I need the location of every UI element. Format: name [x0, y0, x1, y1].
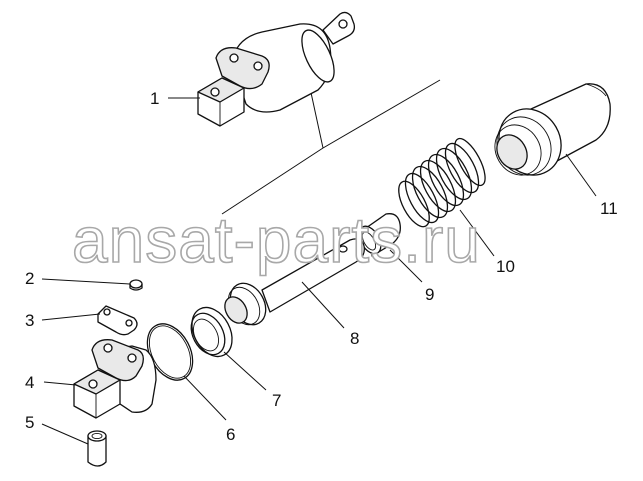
- callout-11: 11: [600, 199, 618, 218]
- callout-1: 1: [150, 89, 159, 108]
- leader-4: [43, 381, 77, 386]
- leader-5: [41, 423, 89, 445]
- assembly-reference-line: [221, 79, 441, 215]
- part-10-spring: [398, 137, 486, 228]
- part-8-piston-rod: [224, 238, 365, 326]
- leader-9: [389, 249, 423, 283]
- callout-7: 7: [272, 391, 281, 410]
- callout-6: 6: [226, 425, 235, 444]
- part-7-seal-ring: [190, 306, 233, 358]
- callout-4: 4: [25, 373, 34, 392]
- part-4-cylinder-body: [73, 339, 157, 419]
- leader-8: [301, 281, 345, 329]
- callout-10: 10: [496, 257, 515, 276]
- leader-2: [41, 278, 131, 285]
- callout-9: 9: [425, 285, 434, 304]
- leader-11: [565, 153, 597, 197]
- part-5-bushing: [87, 430, 107, 467]
- part-2-pin: [129, 279, 143, 291]
- leader-3: [41, 313, 101, 321]
- leader-6: [183, 375, 227, 421]
- part-3-link-plate: [97, 305, 138, 336]
- part-9-sleeve: [358, 213, 401, 257]
- callout-2: 2: [25, 269, 34, 288]
- part-1-cylinder-body: [197, 11, 356, 127]
- watermark-text: ansat-parts.ru: [72, 204, 481, 276]
- callout-8: 8: [350, 329, 359, 348]
- leader-10: [459, 209, 495, 257]
- part-11-cover-cap: [494, 83, 611, 176]
- callout-5: 5: [25, 413, 34, 432]
- callout-3: 3: [25, 311, 34, 330]
- leader-7: [223, 351, 267, 391]
